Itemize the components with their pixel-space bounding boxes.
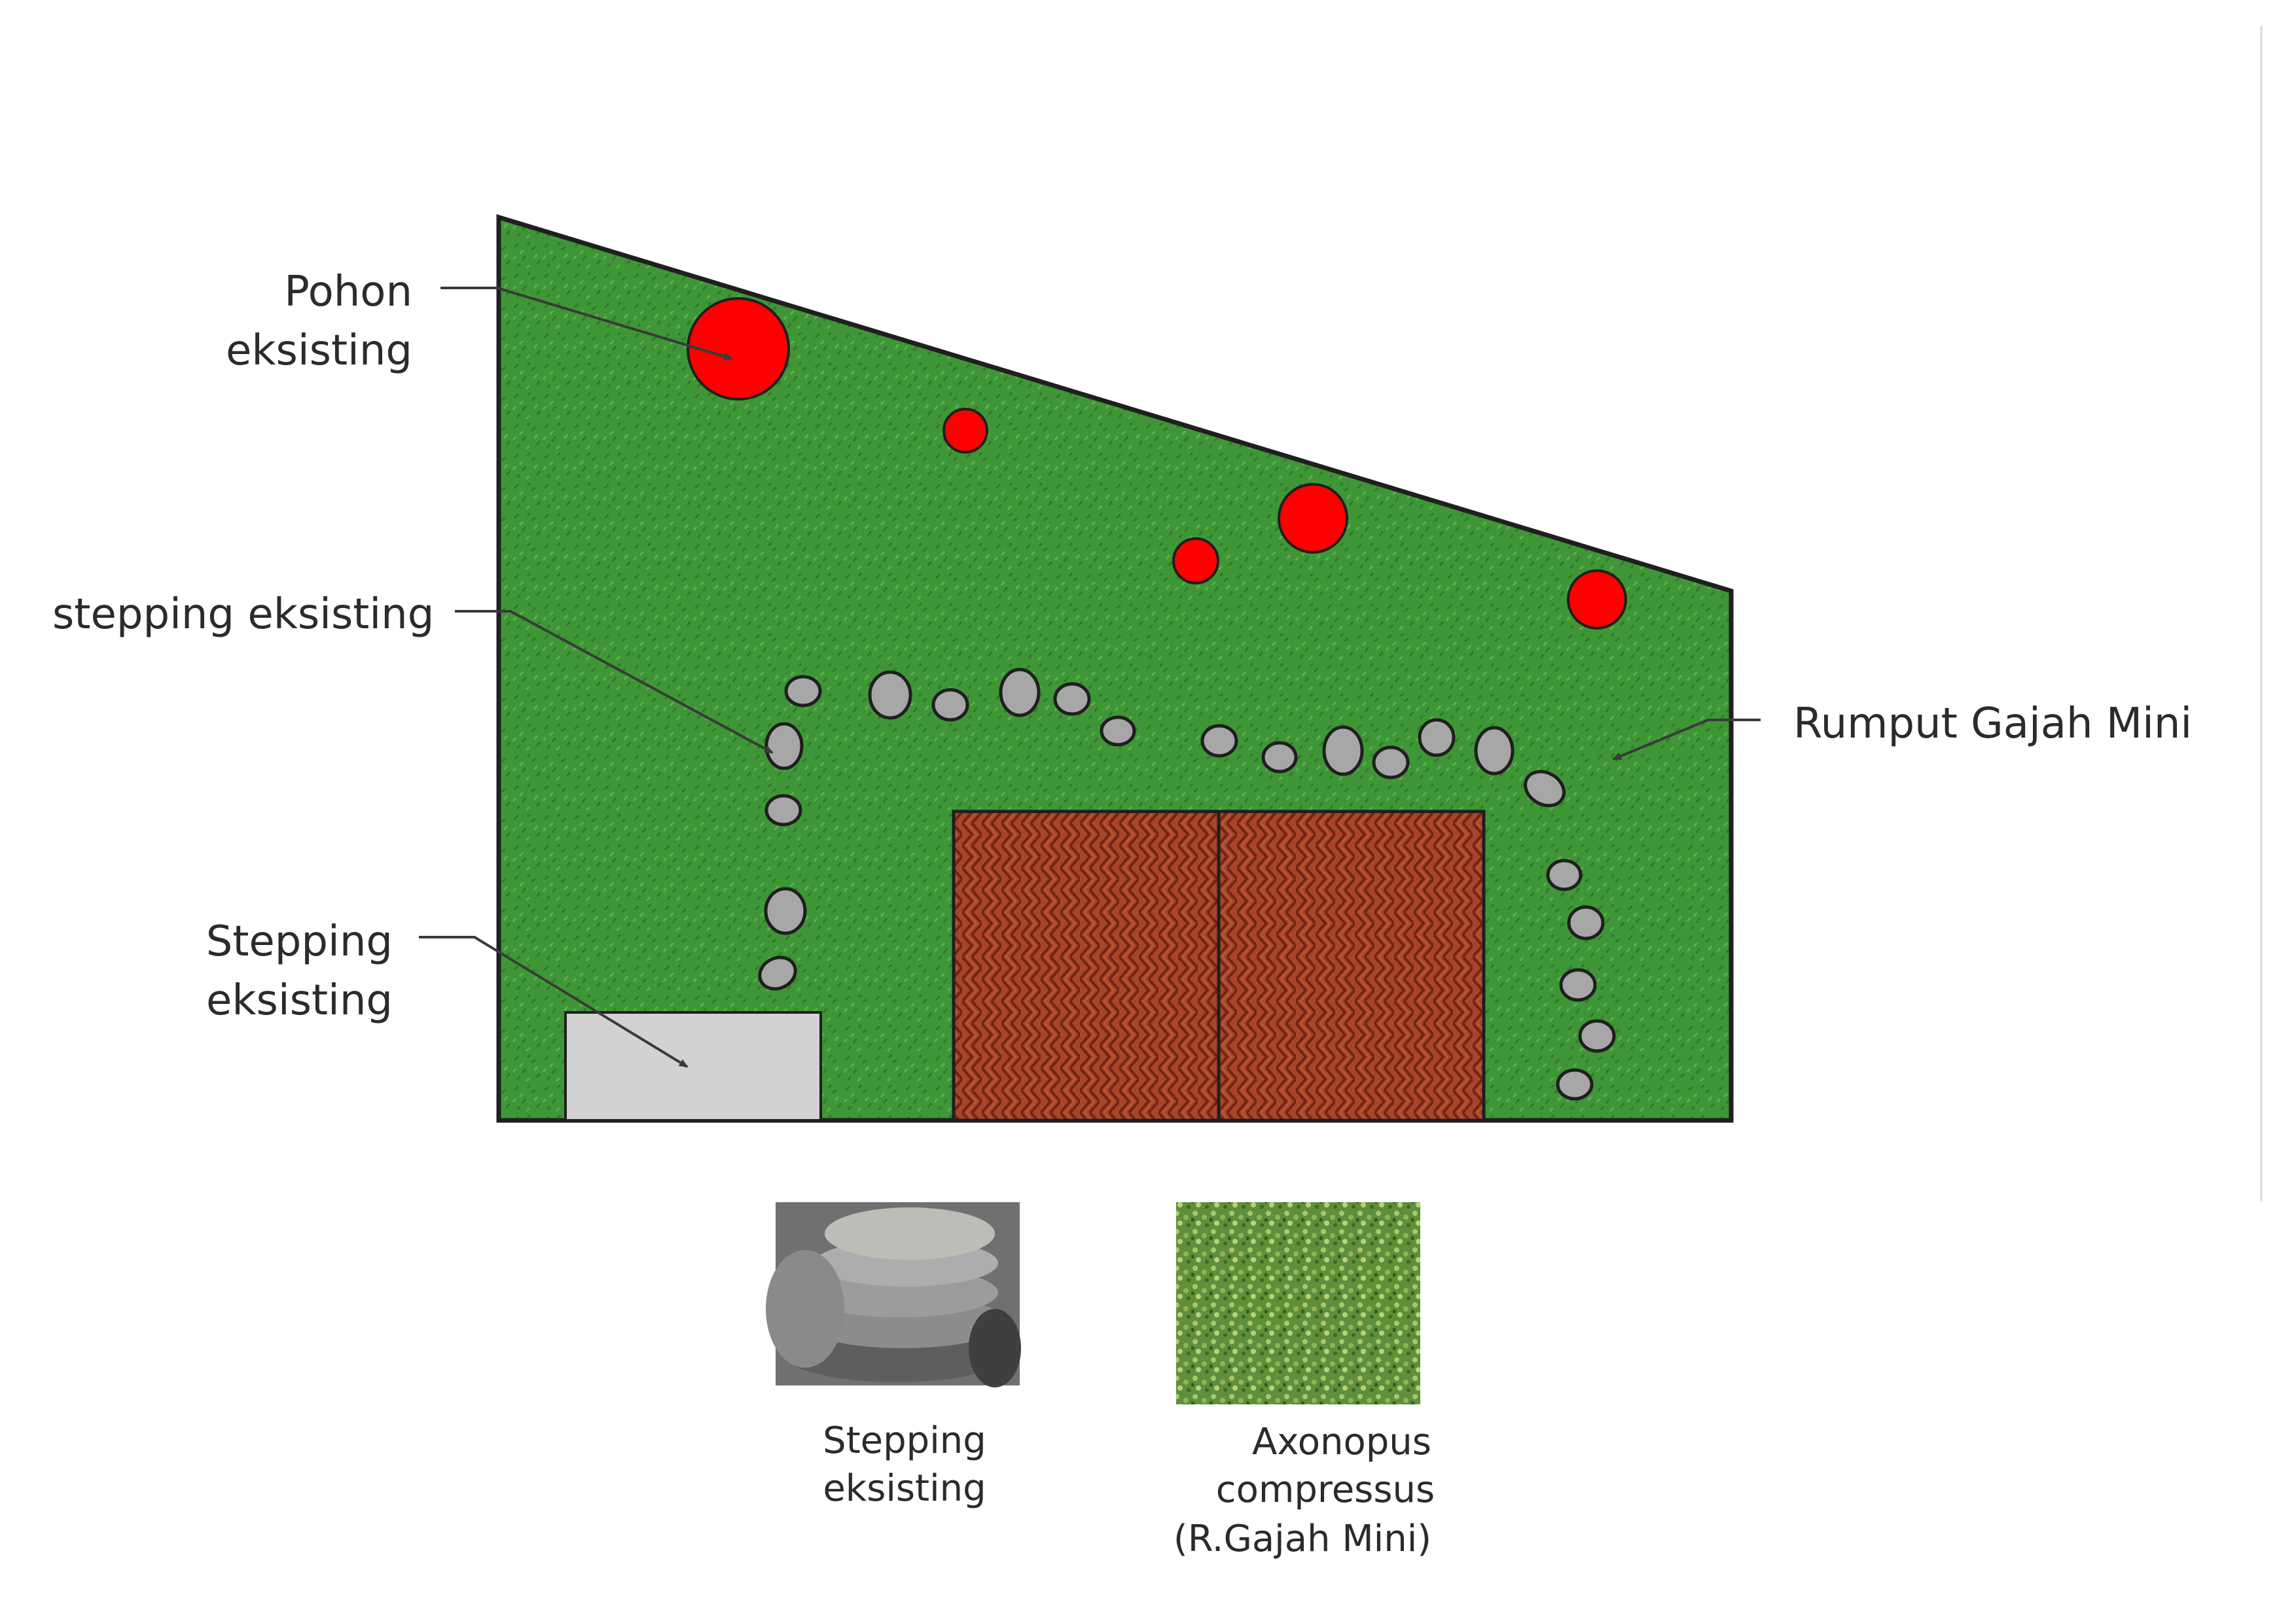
label-pohon-line1: Pohon (284, 268, 412, 316)
leader-rumput (1612, 719, 1761, 760)
stepping-stone (1524, 770, 1566, 808)
stepping-stone (1200, 724, 1238, 758)
label-pohon-line2: eksisting (226, 327, 412, 375)
legend-stone-photo (766, 1202, 1021, 1387)
leader-pohon (440, 287, 733, 361)
stepping-stone (931, 688, 969, 722)
stepping-stone (1474, 726, 1515, 776)
stepping-stone (1567, 905, 1605, 940)
legend-grass-photo (1176, 1202, 1420, 1404)
tree-3 (1278, 483, 1348, 554)
stepping-stone (1556, 1068, 1594, 1101)
stepping-stone (764, 722, 804, 770)
existing-trees (687, 297, 1627, 630)
tree-2 (942, 408, 988, 454)
brick-paving-right (1217, 810, 1486, 1122)
legend-grass-caption-line2: compressus (1216, 1469, 1435, 1511)
legend-stone-caption-line1: Stepping (823, 1419, 986, 1462)
label-rumput: Rumput Gajah Mini (1793, 700, 2192, 748)
stepping-stone (758, 955, 797, 991)
legend-stone-caption-line2: eksisting (823, 1467, 986, 1510)
legend-grass-caption-line3: (R.Gajah Mini) (1174, 1518, 1431, 1560)
stepping-stone (868, 670, 912, 720)
legend-grass-caption-line1: Axonopus (1252, 1421, 1431, 1463)
stepping-stone (999, 668, 1041, 717)
stepping-stone (764, 887, 807, 935)
tree-5 (1567, 569, 1627, 630)
label-stepping-path: stepping eksisting (52, 590, 434, 639)
stepping-stone (1053, 682, 1091, 716)
stepping-stone (1261, 741, 1298, 774)
brick-paving-left (952, 810, 1221, 1122)
stepping-stone (1372, 745, 1410, 779)
label-stepping-slab-line1: Stepping (206, 918, 393, 966)
stepping-stone (1559, 968, 1597, 1002)
leader-stepping-path (455, 610, 774, 754)
stepping-stones-path (758, 668, 1616, 1101)
stepping-stone (764, 794, 802, 827)
label-stepping-slab-line2: eksisting (206, 976, 393, 1025)
stepping-stone (1546, 859, 1583, 891)
tree-4 (1172, 537, 1219, 584)
stepping-stone (1418, 718, 1456, 757)
tree-1 (687, 297, 790, 401)
stepping-stone (1322, 725, 1364, 776)
stepping-slab (564, 1011, 822, 1122)
stepping-stone (1100, 715, 1136, 747)
leader-stepping-slab (419, 936, 689, 1068)
stepping-stone (784, 675, 822, 707)
stepping-stone (1578, 1019, 1616, 1053)
